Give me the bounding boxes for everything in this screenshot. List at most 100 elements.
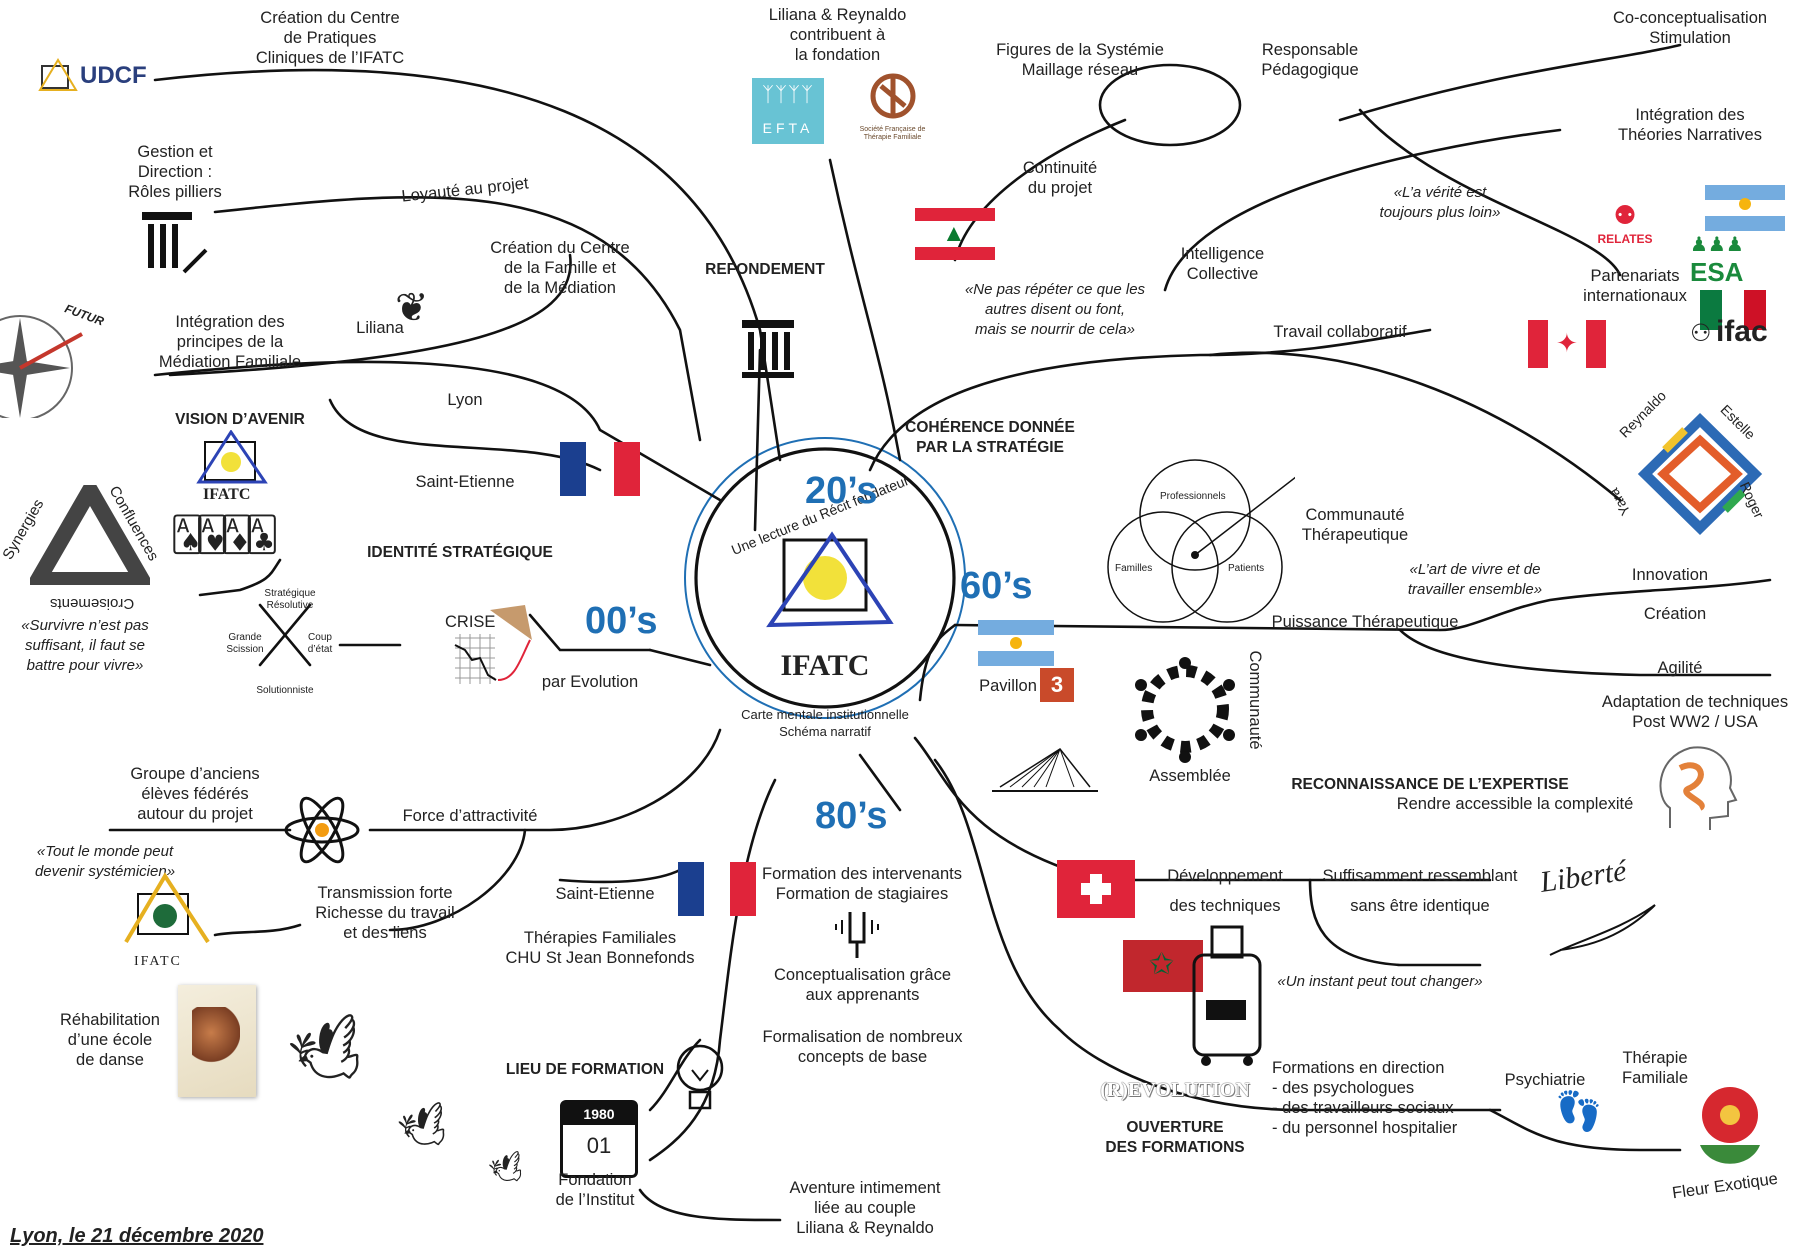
label-grande: Grande Scission <box>226 632 264 655</box>
graph-paper-icon <box>454 605 532 684</box>
label-psychiatrie: Psychiatrie <box>1504 1071 1586 1089</box>
heading-coherence: COHÉRENCE DONNÉE PAR LA STRATÉGIE <box>905 419 1075 456</box>
sftf-label: Société Française de Thérapie Familiale <box>859 126 926 141</box>
branch-force-center <box>368 728 722 832</box>
footsteps-icon: 👣 <box>1555 1091 1603 1133</box>
ifatc-green-label: IFATC <box>134 954 182 969</box>
branch-intelligence <box>1163 128 1562 292</box>
branch-partenariats <box>1358 108 1622 277</box>
era-60s: 60’s <box>960 565 1033 607</box>
sun-icon <box>1739 198 1751 210</box>
tuning-fork-icon <box>832 908 882 965</box>
flag-argentina-top <box>1705 185 1785 231</box>
feather-icon <box>1549 904 1656 956</box>
branch-partners <box>1338 43 1682 122</box>
branch-lines <box>108 43 1772 1222</box>
label-partenariats: Partenariats internationaux <box>1583 267 1687 305</box>
esa-label: ESA <box>1690 257 1744 287</box>
flag-mexico <box>1700 290 1766 330</box>
label-lyon: Lyon <box>447 391 483 409</box>
label-assemblee: Assemblée <box>1149 767 1231 785</box>
ifatc-logo-green: IFATC <box>120 872 215 969</box>
pillar-icon-center <box>740 318 796 385</box>
calendar-day: 01 <box>586 1133 612 1158</box>
relates-figures-icon: ⚉ <box>1613 200 1637 230</box>
branch-crise <box>528 613 652 652</box>
branch-80s-left <box>648 778 777 1162</box>
efta-logo: ᛉᛉᛉᛉ EFTA <box>752 78 824 144</box>
center-subtitle1: Carte mentale institutionnelle <box>741 707 909 722</box>
branch-x2 <box>258 603 312 667</box>
label-solutionniste: Solutionniste <box>256 685 314 696</box>
label-suffisamment: Suffisamment ressemblant <box>1322 867 1518 885</box>
label-pavillon: Pavillon <box>979 677 1037 695</box>
branch-st-etienne <box>558 868 682 884</box>
branch-lebanon <box>953 118 1127 262</box>
central-outer-ring <box>684 437 966 719</box>
udcf-triangle-icon <box>38 58 78 91</box>
quote-nepas: «Ne pas répéter ce que les autres disent… <box>964 281 1146 338</box>
label-groupe: Groupe d’anciens élèves fédérés autour d… <box>130 765 260 823</box>
flag-lebanon: ▲ <box>915 208 995 260</box>
heading-refondement: REFONDEMENT <box>705 261 825 278</box>
heading-lieu: LIEU DE FORMATION <box>505 1061 665 1078</box>
venn-diagram: Professionnels Familles Patients <box>1095 455 1306 630</box>
liberte-quill-icon: Liberté <box>1538 850 1660 960</box>
footer-date: Lyon, le 21 décembre 2020 <box>10 1225 264 1247</box>
flag-switzerland <box>1057 860 1135 918</box>
pavillon-number: 3 <box>1050 672 1064 697</box>
hibiscus-flower-icon <box>1680 1075 1780 1180</box>
flag-canada: ✦ <box>1528 320 1606 368</box>
branch-transmission <box>388 828 527 932</box>
branch-gestion <box>213 195 702 442</box>
four-names-diamond: Reynaldo Estelle Yara Roger <box>1605 387 1775 545</box>
brain-head-icon <box>1650 738 1740 843</box>
label-therapies-chu: Thérapies Familiales CHU St Jean Bonnefo… <box>505 929 695 967</box>
branch-psychiatrie <box>1488 1108 1682 1152</box>
ifac-label: ifac <box>1715 315 1768 348</box>
dancers-icon <box>192 1007 240 1071</box>
flag-stripe <box>978 651 1054 666</box>
branch-60s <box>953 578 1772 632</box>
label-developpement: Développement <box>1167 867 1283 885</box>
flag-stripe <box>1700 290 1722 330</box>
label-conceptualisation: Conceptualisation grâce aux apprenants <box>773 966 952 1004</box>
atom-symbol-icon <box>284 796 360 864</box>
central-inner-ring <box>694 447 956 709</box>
heading-vision: VISION D’AVENIR <box>175 411 305 428</box>
venn-familles: Familles <box>1115 563 1153 574</box>
vibration-icon <box>835 912 879 958</box>
lightbulb-icon <box>672 1040 728 1125</box>
branch-agilite <box>1398 628 1772 677</box>
label-transmission: Transmission forte Richesse du travail e… <box>315 884 455 942</box>
bridge-structure-icon <box>992 748 1098 792</box>
atom-icon <box>282 790 362 875</box>
label-agilite: Agilité <box>1657 659 1703 677</box>
efta-label: EFTA <box>762 120 814 136</box>
flag-stripe <box>1705 216 1785 231</box>
playing-cards-icon: 🂡🂱🃁🃑 <box>170 516 279 554</box>
label-liliana: Liliana <box>356 319 404 337</box>
calendar-icon: 1980 01 <box>560 1100 638 1178</box>
pavillon-badge: 3 <box>1040 668 1074 702</box>
center-logo-block <box>740 530 910 660</box>
flower-icon <box>1700 1087 1760 1164</box>
label-fondation: Fondation de l’Institut <box>555 1171 635 1209</box>
branch-20s-right <box>868 328 1432 472</box>
flag-stripe <box>1586 320 1606 368</box>
travel-suitcase-icon <box>1192 925 1262 1066</box>
community-circle-icon <box>1125 655 1245 765</box>
esa-logo: ♟♟♟ ESA <box>1690 232 1800 288</box>
butterfly-icon: ❦ <box>395 286 429 330</box>
branch-efta <box>828 158 902 462</box>
center-subtitle2: Schéma narratif <box>779 724 871 739</box>
label-rehabilitation: Réhabilitation d’une école de danse <box>60 1011 160 1069</box>
label-travail: Travail collaboratif <box>1273 323 1407 341</box>
label-coconcept: Co-conceptualisation Stimulation <box>1612 9 1768 47</box>
label-innovation: Innovation <box>1631 566 1709 584</box>
bridge-icon <box>990 745 1100 800</box>
label-adaptation: Adaptation de techniques Post WW2 / USA <box>1601 693 1789 731</box>
flag-stripe <box>560 442 586 496</box>
era-00s: 00’s <box>585 600 658 642</box>
